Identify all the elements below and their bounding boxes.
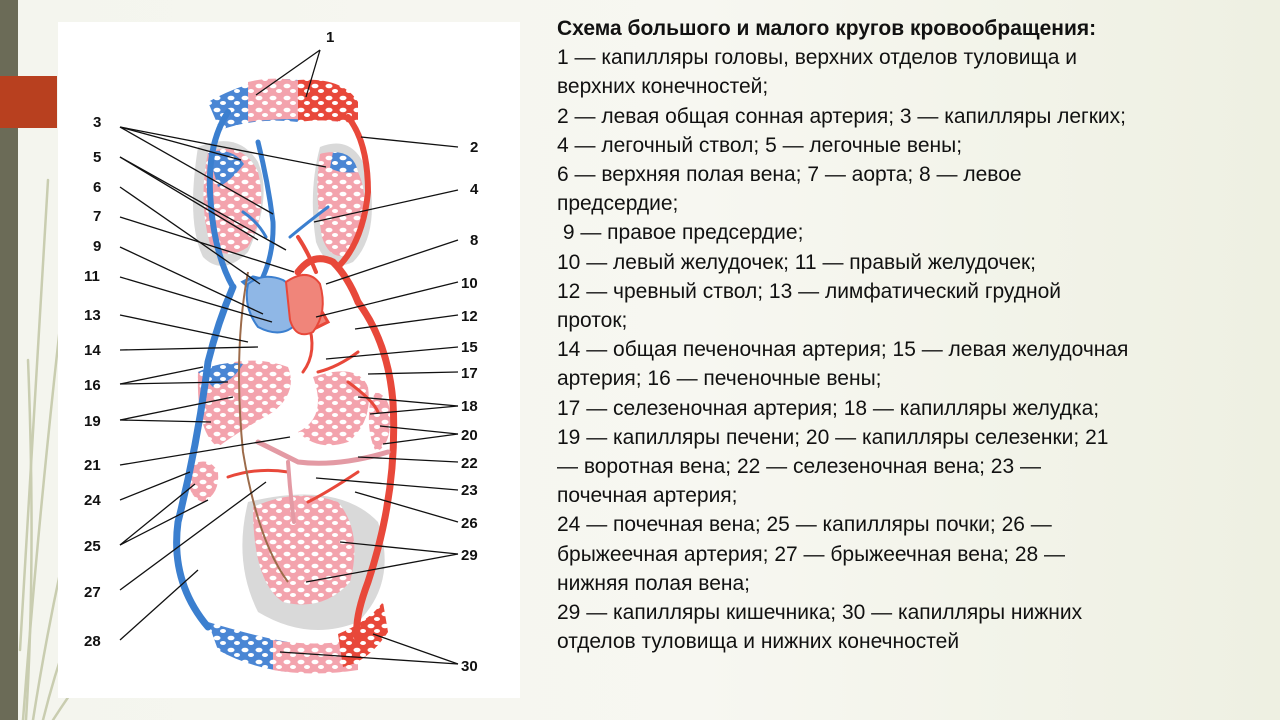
legend-line: брыжеечная артерия; 27 — брыжеечная вена…: [557, 542, 1066, 566]
label-5: 5: [93, 149, 101, 166]
circulation-diagram: 1 2 3 4 5 6 7 8 9 10 11 12 13 14 15 16 1…: [58, 22, 520, 698]
lower-body-capillaries: [208, 602, 388, 674]
label-10: 10: [461, 275, 478, 292]
stomach-capillaries: [298, 371, 369, 446]
leader-lines: [119, 49, 459, 665]
label-11: 11: [84, 268, 100, 285]
label-15: 15: [461, 339, 478, 356]
legend-line: отделов туловища и нижних конечностей: [557, 630, 960, 654]
label-30: 30: [461, 658, 478, 675]
legend-line: 2 — левая общая сонная артерия; 3 — капи…: [557, 104, 1126, 128]
kidney-capillaries: [187, 461, 219, 502]
lymph-duct: [238, 271, 289, 583]
legend-line: почечная артерия;: [557, 484, 738, 508]
label-12: 12: [461, 308, 478, 325]
heart: [245, 274, 324, 336]
legend-line: 10 — левый желудочек; 11 — правый желудо…: [557, 250, 1037, 274]
label-19: 19: [84, 413, 101, 430]
legend-title: Схема большого и малого кругов кровообра…: [557, 17, 1097, 40]
legend-line: 9 — правое предсердие;: [557, 221, 804, 245]
label-20: 20: [461, 427, 478, 444]
legend-line: артерия; 16 — печеночные вены;: [557, 367, 882, 391]
label-28: 28: [84, 633, 101, 650]
legend-line: 14 — общая печеночная артерия; 15 — лева…: [557, 338, 1129, 362]
label-8: 8: [470, 232, 478, 249]
diagram-labels: 1 2 3 4 5 6 7 8 9 10 11 12 13 14 15 16 1…: [84, 29, 479, 675]
label-25: 25: [84, 538, 101, 555]
legend-line: 1 — капилляры головы, верхних отделов ту…: [557, 46, 1077, 70]
legend-line: 29 — капилляры кишечника; 30 — капилляры…: [557, 601, 1083, 625]
legend-line: 17 — селезеночная артерия; 18 — капилляр…: [557, 396, 1100, 420]
legend-line: нижняя полая вена;: [557, 571, 750, 595]
label-21: 21: [84, 457, 101, 474]
label-7: 7: [93, 208, 101, 225]
legend-line: предсердие;: [557, 192, 679, 216]
slide-accent-block: [0, 76, 57, 128]
label-9: 9: [93, 238, 101, 255]
lung-capillaries: [203, 148, 365, 256]
label-4: 4: [470, 181, 479, 198]
legend-line: — воротная вена; 22 — селезеночная вена;…: [557, 455, 1042, 479]
label-1: 1: [326, 29, 334, 46]
label-23: 23: [461, 482, 478, 499]
legend-line: 12 — чревный ствол; 13 — лимфатический г…: [557, 279, 1061, 303]
label-13: 13: [84, 307, 101, 324]
label-26: 26: [461, 515, 478, 532]
arterial-vessels: [226, 114, 398, 644]
label-27: 27: [84, 584, 101, 601]
label-22: 22: [461, 455, 478, 472]
slide-left-bar: [0, 0, 18, 720]
legend-line: верхних конечностей;: [557, 75, 769, 99]
label-14: 14: [84, 342, 101, 359]
label-6: 6: [93, 179, 101, 196]
label-2: 2: [470, 139, 478, 156]
label-17: 17: [461, 365, 478, 382]
label-18: 18: [461, 398, 478, 415]
label-16: 16: [84, 377, 101, 394]
label-29: 29: [461, 547, 478, 564]
legend-text: Схема большого и малого кругов кровообра…: [557, 14, 1257, 656]
legend-line: 6 — верхняя полая вена; 7 — аорта; 8 — л…: [557, 163, 1022, 187]
portal-vessels: [255, 439, 391, 524]
head-capillaries: [208, 78, 358, 130]
label-3: 3: [93, 114, 101, 131]
legend-line: проток;: [557, 309, 628, 333]
label-24: 24: [84, 492, 101, 509]
legend-line: 19 — капилляры печени; 20 — капилляры се…: [557, 425, 1109, 449]
legend-line: 24 — почечная вена; 25 — капилляры почки…: [557, 513, 1052, 537]
legend-line: 4 — легочный ствол; 5 — легочные вены;: [557, 133, 963, 157]
